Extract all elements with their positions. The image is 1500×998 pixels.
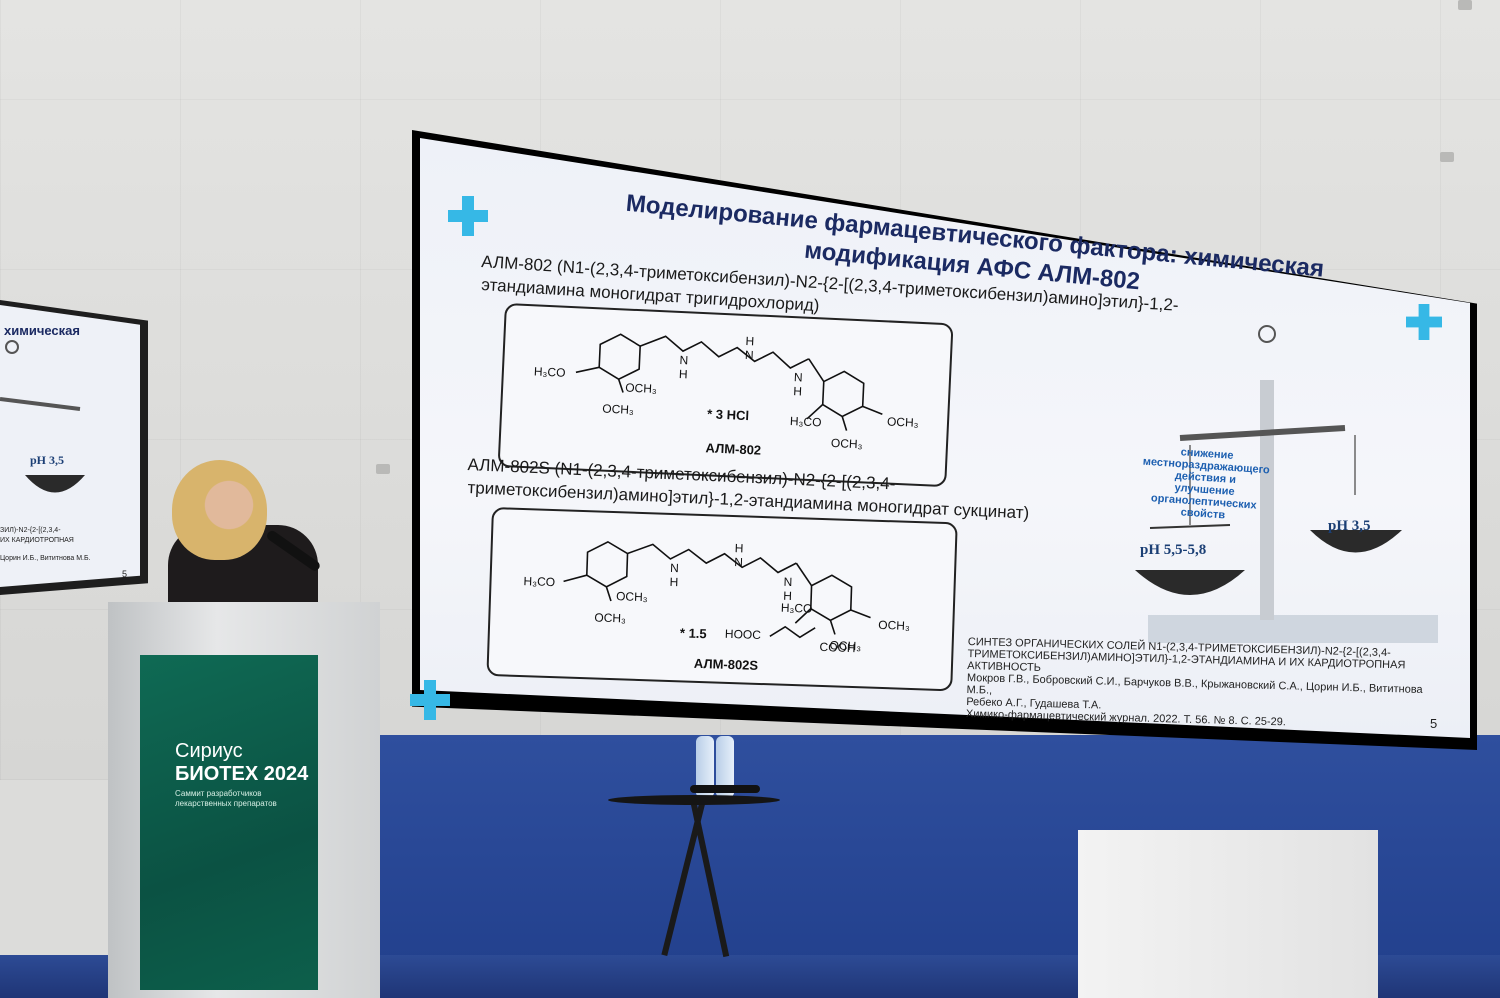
compound1-label: АЛМ-802: [705, 440, 762, 458]
side-text-line: ЗИЛ)-N2-{2-[(2,3,4-: [0, 527, 61, 534]
chem-methoxy-meta: OCH₃: [594, 610, 627, 626]
chem-methoxy-right-meta: OCH₃: [830, 435, 863, 452]
ceiling-fixture: [1458, 0, 1472, 10]
scale-graphic: [1135, 325, 1438, 643]
chem-methoxy-left: H₃CO: [523, 574, 556, 590]
podium-brand-line1: Сириус: [175, 740, 243, 762]
chem-methoxy-left: H₃CO: [533, 364, 566, 380]
side-page-number: 5: [122, 569, 128, 579]
chem-amine-n3: N: [793, 370, 803, 385]
wall-sensor: [376, 464, 390, 474]
compound2-label: АЛМ-802S: [693, 655, 759, 673]
chem-amine-h2: H: [734, 541, 744, 556]
compound1-salt: * 3 HCl: [706, 406, 750, 424]
chem-amine-n1: N: [669, 560, 679, 576]
chem-amine-h1: H: [678, 366, 688, 382]
stage-box: [1078, 830, 1378, 998]
chem-amine-h1: H: [669, 574, 679, 590]
chem-methoxy-right-ortho: H₃CO: [780, 600, 813, 616]
chem-methoxy-ortho: OCH₃: [624, 380, 658, 396]
chem-methoxy-right-para: OCH₃: [886, 414, 919, 430]
ph-left-label: pH 5,5-5,8: [1140, 542, 1207, 558]
chem-amine-h2: H: [745, 333, 755, 349]
chem-methoxy-ortho: OCH₃: [615, 589, 648, 605]
compound2-structure-box: H₃CO OCH₃ OCH₃ N H H N N H H₃CO OCH₃ OCH…: [486, 507, 958, 692]
plus-decoration-icon: [410, 680, 450, 720]
side-text-line: ИХ КАРДИОТРОПНАЯ: [0, 537, 74, 544]
chem-methoxy-right-para: OCH₃: [878, 617, 911, 633]
water-bottle: [696, 736, 714, 796]
side-slide-title: химическая: [4, 323, 80, 338]
ph-right-label: pH 3,5: [1328, 518, 1371, 534]
table-microphone: [690, 785, 760, 793]
chem-amine-h3: H: [792, 384, 803, 399]
chem-amine-n2: N: [744, 347, 754, 363]
side-slide: химическая pH 3,5 ЗИЛ)-N2-{2-[(2,3,4- ИХ…: [0, 305, 140, 587]
reference-block: СИНТЕЗ ОРГАНИЧЕСКИХ СОЛЕЙ N1-(2,3,4-ТРИМ…: [966, 636, 1438, 732]
side-scale-graphic: [0, 340, 85, 493]
plus-decoration-icon: [448, 196, 488, 236]
wall-sensor: [1440, 152, 1454, 162]
chem-amine-n3: N: [783, 574, 793, 589]
compound2-structure-diagram: [563, 540, 871, 639]
plus-decoration-icon: [1406, 304, 1442, 340]
succinic-acid-right: COOH: [819, 639, 856, 656]
slide-page-number: 5: [1430, 716, 1438, 731]
scale-illustration: снижение местнораздражающего действия и …: [1120, 320, 1440, 650]
chem-methoxy-right-ortho: H₃CO: [789, 414, 822, 430]
compound1-structure-box: H₃CO OCH₃ OCH₃ N H H N N H H₃CO OCH₃ OCH…: [497, 303, 954, 488]
podium-brand-panel: Сириус БИОТЕХ 2024 Саммит разработчиков …: [140, 655, 318, 990]
side-table: [608, 795, 780, 805]
chem-amine-n1: N: [679, 352, 689, 368]
compound1-structure-diagram: [575, 333, 883, 431]
chem-amine-n2: N: [734, 555, 744, 570]
water-bottle: [716, 736, 734, 796]
speaker-head: [172, 460, 267, 560]
succinic-acid-left: HOOC: [724, 626, 762, 642]
scale-note: снижение местнораздражающего действия и …: [1118, 442, 1293, 526]
side-ph-label: pH 3,5: [30, 453, 65, 467]
chem-methoxy-meta: OCH₃: [601, 401, 635, 417]
podium-tagline: Саммит разработчиков лекарственных препа…: [175, 789, 277, 808]
side-text-line: Цорин И.Б., Вититнова М.Б.: [0, 555, 91, 562]
compound2-salt: * 1.5: [679, 625, 707, 642]
podium-brand-line2: БИОТЕХ 2024: [175, 763, 309, 785]
